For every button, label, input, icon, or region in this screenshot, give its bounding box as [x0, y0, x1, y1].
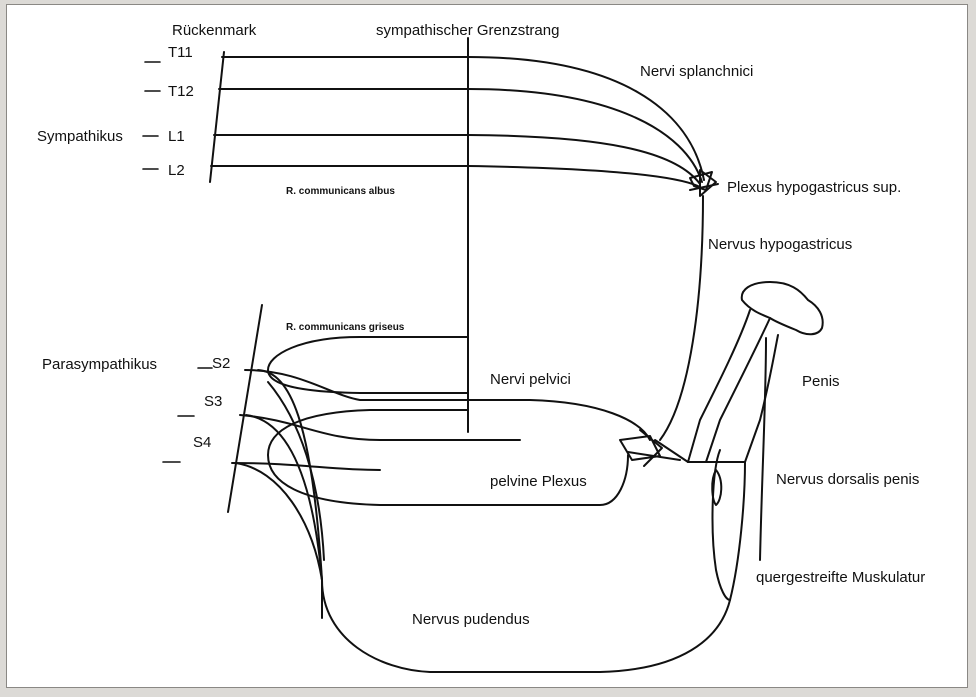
- label-sympathikus: Sympathikus: [37, 128, 123, 145]
- label-t12: T12: [168, 83, 194, 100]
- label-grenzstrang: sympathischer Grenzstrang: [376, 22, 559, 39]
- label-penis: Penis: [802, 373, 840, 390]
- pelvine-plexus-knot: [620, 430, 688, 466]
- label-pelvine-plexus: pelvine Plexus: [490, 473, 587, 490]
- label-r-comm-griseus: R. communicans griseus: [286, 322, 405, 333]
- label-nervi-splanchnici: Nervi splanchnici: [640, 63, 753, 80]
- label-parasympathikus: Parasympathikus: [42, 356, 157, 373]
- splanchnic-nerve-l1: [214, 135, 700, 184]
- penis-shaft-left: [688, 310, 750, 462]
- penis-dorsal-long-line: [760, 338, 766, 560]
- splanchnic-nerve-l2: [211, 166, 698, 186]
- label-s4: S4: [193, 434, 211, 451]
- label-l1: L1: [168, 128, 185, 145]
- label-quergestreifte-muskulatur: quergestreifte Muskulatur: [756, 569, 925, 586]
- label-l2: L2: [168, 162, 185, 179]
- splanchnic-nerve-t11: [222, 57, 704, 180]
- r-communicans-griseus-loop-upper: [268, 337, 468, 393]
- label-rueckenmark: Rückenmark: [172, 22, 257, 39]
- spinal-cord-thoracolumbar-line: [210, 52, 224, 182]
- label-t11: T11: [168, 44, 193, 61]
- label-nervus-pudendus: Nervus pudendus: [412, 611, 530, 628]
- glans-penis: [742, 282, 823, 334]
- nervus-dorsalis-penis-line: [745, 335, 778, 462]
- nervus-pudendus-loop: [322, 462, 745, 672]
- label-s3: S3: [204, 393, 222, 410]
- r-communicans-griseus-loop-lower: [268, 410, 628, 505]
- label-plexus-hypogastricus-sup: Plexus hypogastricus sup.: [727, 179, 901, 196]
- label-s2: S2: [212, 355, 230, 372]
- nervus-hypogastricus-line: [660, 196, 703, 440]
- label-r-comm-albus: R. communicans albus: [286, 186, 395, 197]
- label-nervus-dorsalis-penis: Nervus dorsalis penis: [776, 471, 919, 488]
- spinal-cord-sacral-line: [228, 305, 262, 512]
- plexus-hypogastricus-sup-knot: [690, 170, 718, 196]
- label-nervus-hypogastricus: Nervus hypogastricus: [708, 236, 852, 253]
- pudendal-root-s3: [246, 415, 322, 580]
- nervi-pelvici-s2: [245, 370, 650, 440]
- label-nervi-pelvici: Nervi pelvici: [490, 371, 571, 388]
